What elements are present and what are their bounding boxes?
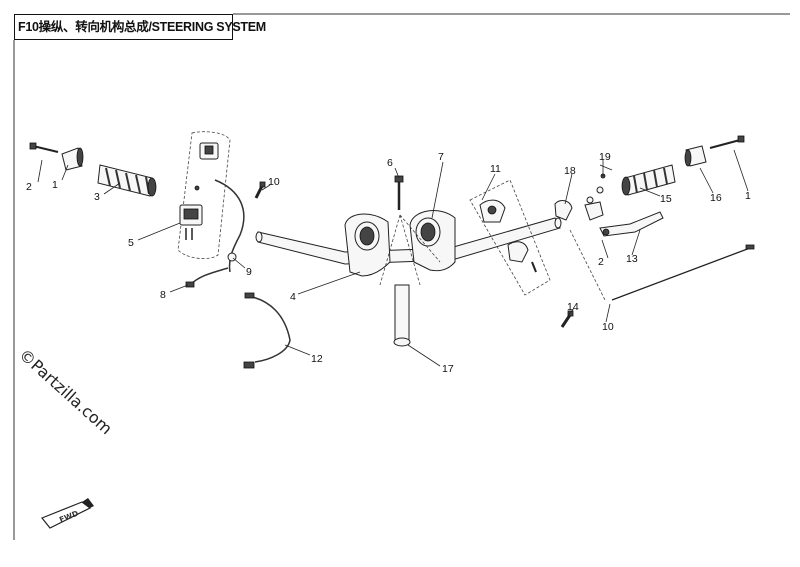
callout-13: 2 [598, 256, 604, 268]
part-lever-bracket [554, 200, 573, 221]
part-bar-end-weight-left [61, 147, 84, 171]
part-cable-8 [185, 267, 229, 288]
callout-8: 8 [160, 289, 166, 301]
fwd-arrow-icon [41, 498, 94, 529]
callout-4: 4 [290, 291, 296, 303]
callout-17: 10 [602, 321, 614, 333]
part-left-switch-assembly [177, 131, 231, 260]
part-cable-clamp [214, 179, 245, 273]
callout-10-upper: 10 [268, 176, 280, 188]
callout-2-right: 1 [745, 190, 751, 202]
part-small-hardware [584, 173, 606, 221]
callout-3: 3 [94, 191, 100, 203]
callout-5: 5 [128, 237, 134, 249]
callout-9: 9 [246, 266, 252, 278]
part-screw-upper [254, 181, 266, 199]
part-brake-lever [569, 211, 664, 301]
title-frame [14, 14, 233, 40]
part-handlebar-clamp-left [344, 213, 391, 277]
part-grip-right [621, 164, 676, 196]
part-bar-end-bolt-left [29, 142, 59, 153]
part-cable-17 [611, 244, 755, 301]
callout-2-left: 2 [26, 181, 32, 193]
part-cable-18 [243, 292, 291, 369]
assembly-guides-center [379, 214, 441, 286]
callout-leaders [37, 149, 749, 367]
part-bar-end-weight-right [684, 145, 707, 167]
part-bar-end-bolt-right [709, 135, 745, 149]
callout-1-right: 16 [710, 192, 722, 204]
callout-11: 7 [438, 151, 444, 163]
part-clamp-bolt-upper [394, 175, 404, 210]
callout-14: 13 [626, 253, 638, 265]
callout-16: 15 [660, 193, 672, 205]
part-handlebar-clamp-right [409, 210, 456, 272]
part-screw-lower [560, 310, 574, 328]
part-grip-left [97, 164, 157, 197]
callout-18: 12 [311, 353, 323, 365]
callout-6: 6 [387, 157, 393, 169]
callout-15: 19 [599, 151, 611, 163]
part-right-switch-assembly [469, 179, 551, 296]
part-clamp-bolt-lower [393, 284, 411, 347]
callout-12: 11 [490, 163, 501, 175]
diagram-title: F10操纵、转向机构总成/STEERING SYSTEM [18, 20, 266, 34]
callout-10-lower: 14 [567, 301, 579, 313]
callout-7: 17 [442, 363, 454, 375]
callout-19: 18 [564, 165, 576, 177]
callout-1-left: 1 [52, 179, 58, 191]
